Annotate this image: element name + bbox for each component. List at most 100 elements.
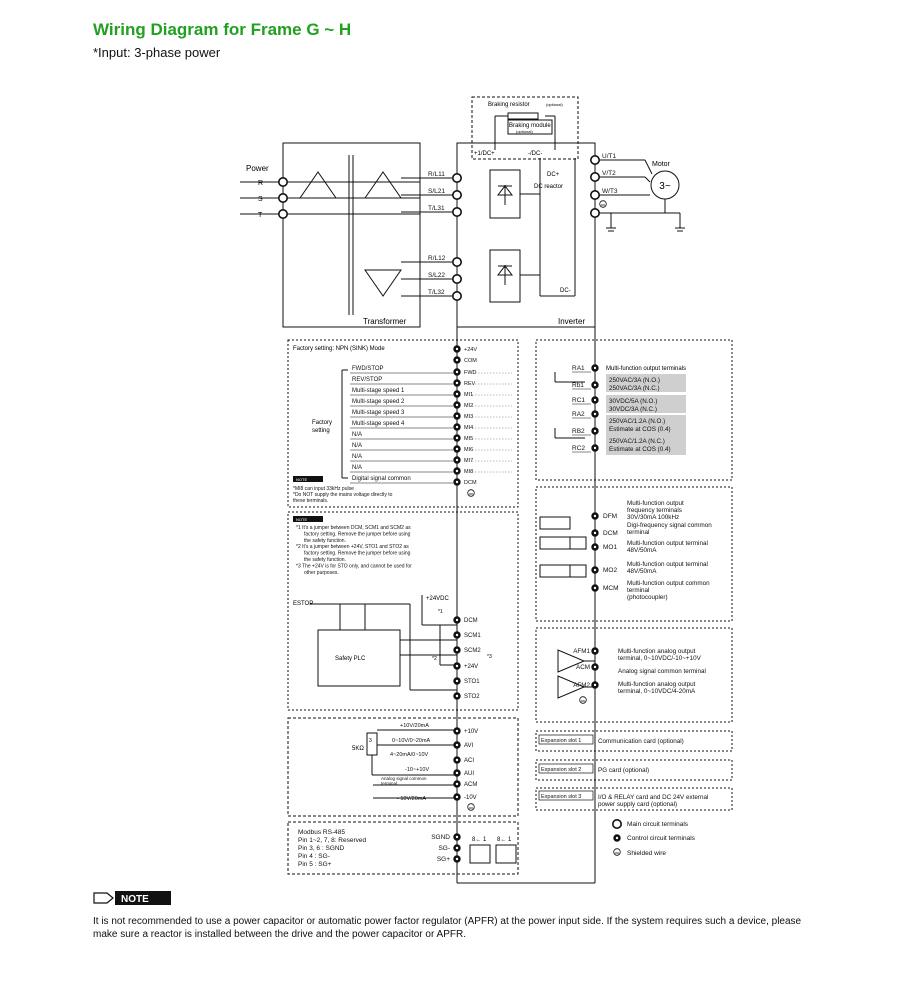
analog-input-terminal-label-2: AVI (464, 743, 474, 749)
modbus-line-1: Modbus RS-485 (298, 829, 345, 836)
analog-input-terminal-label-4: AUI (464, 771, 474, 777)
digital-input-terminal-label-7: MI5 (464, 436, 473, 442)
digital-input-terminal-label-9: MI7 (464, 458, 473, 464)
modbus-line-5: Pin 5 : SG+ (298, 861, 332, 868)
analog-input-terminal-1-center (455, 729, 459, 733)
expansion-slot-box-1 (538, 734, 594, 745)
digital-input-terminal-5-center (455, 414, 459, 418)
digital-power-terminal-1-center (455, 347, 459, 351)
digital-note-badge-label: NOTE (296, 477, 307, 482)
relay-terminal-4-center (593, 412, 597, 416)
input-terminal-4 (451, 256, 462, 267)
analog-input-terminal-3-center (455, 758, 459, 762)
photo-terminal-3-center (593, 545, 597, 549)
photo-desc-2-2: terminal (627, 529, 649, 536)
sto-note-line-3: the safety function. (304, 538, 346, 544)
digital-function-label-9: N/A (352, 454, 362, 460)
digital-function-label-3: Multi-stage speed 1 (352, 388, 405, 394)
digital-input-terminal-4-center (455, 403, 459, 407)
analog-input-terminal-4-center (455, 771, 459, 775)
sto-terminal-3-center (455, 648, 459, 652)
digital-input-terminal-10-center (455, 469, 459, 473)
relay-rating-6: Estimate at COS (0.4) (609, 426, 671, 433)
legend-control-label: Control circuit terminals (627, 835, 696, 842)
modbus-line-3: Pin 3, 6 : SGND (298, 845, 345, 852)
digital-note-badge (293, 476, 323, 482)
power-phase-t: T (258, 212, 263, 219)
relay-terminal-label-5: RB2 (572, 428, 585, 435)
digital-input-terminal-7-center (455, 436, 459, 440)
digital-function-label-2: REV/STOP (352, 377, 382, 383)
analog-input-terminal-label-5: ACM (464, 782, 477, 788)
expansion-desc-2-1: PG card (optional) (598, 767, 649, 774)
braking-resistor-label: Braking resistor (488, 102, 530, 108)
modbus-terminal-label-1: SGND (431, 834, 450, 841)
sto-note-line-5: factory setting. Remove the jumper befor… (304, 551, 411, 557)
analog-output-terminal-1-center (593, 649, 597, 653)
braking-module-label: Braking module (509, 123, 551, 129)
digital-note-line-1: *MI8 can input 33kHz pulse (293, 486, 354, 492)
photo-terminal-label-5: MCM (603, 585, 619, 592)
input-terminal-1 (451, 173, 462, 184)
braking-module-optional: (optional) (516, 129, 533, 134)
modbus-port-1: 8← 1 (472, 837, 487, 843)
expansion-slot-label-1: Expansion slot 1 (541, 738, 581, 744)
relay-terminal-6-center (593, 446, 597, 450)
estop-label: ESTOP (293, 601, 313, 607)
digital-input-terminal-label-6: MI4 (464, 425, 473, 431)
transformer-box (282, 142, 421, 328)
power-phase-s: S (258, 196, 263, 203)
modbus-terminal-label-2: SG- (438, 845, 450, 852)
analog-output-terminal-label-2: ACM (576, 664, 590, 671)
page-subtitle: *Input: 3-phase power (93, 45, 221, 60)
input-terminal-label-4: R/L12 (428, 255, 446, 262)
expansion-slot-box-3 (538, 790, 594, 801)
analog-output-terminal-label-3: AFM2 (573, 682, 590, 689)
power-phase-r: R (258, 180, 263, 187)
input-terminal-5 (451, 273, 462, 284)
power-input-terminal-2 (277, 193, 288, 204)
transformer-label: Transformer (363, 317, 407, 326)
output-terminal-label-3: W/T3 (602, 188, 618, 195)
photo-desc-5-2: terminal (627, 587, 649, 594)
analog-output-desc-1-2: terminal, 0~10VDC/-10~+10V (618, 655, 702, 662)
pot-num: 3 (369, 738, 372, 744)
ground-terminal (589, 208, 600, 219)
digital-function-label-5: Multi-stage speed 3 (352, 410, 405, 416)
expansion-desc-3-2: power supply card (optional) (598, 801, 677, 808)
output-terminal-label-1: U/T1 (602, 153, 616, 160)
digital-note-line-3: these terminals. (293, 498, 328, 504)
sto-note-line-2: factory setting. Remove the jumper befor… (304, 531, 411, 537)
relay-terminal-2-center (593, 383, 597, 387)
digital-input-terminal-label-11: DCM (464, 480, 477, 486)
relay-terminal-label-6: RC2 (572, 445, 585, 452)
digital-input-terminal-label-3: MI1 (464, 392, 473, 398)
sto-note-badge-label: NOTE (296, 517, 307, 522)
motor-symbol-label: 3~ (659, 181, 671, 192)
analog-output-desc-3-2: terminal, 0~10VDC/4-20mA (618, 688, 696, 695)
motor-label: Motor (652, 161, 671, 168)
relay-rating-3: 30VDC/5A (N.O.) (609, 398, 657, 405)
digital-function-label-7: N/A (352, 432, 362, 438)
modbus-terminal-3-center (455, 857, 459, 861)
analog-output-desc-2-1: Analog signal common terminal (618, 668, 706, 675)
relay-terminal-label-2: Rb1 (572, 382, 584, 389)
digital-header: Factory setting: NPN (SINK) Mode (293, 346, 385, 352)
output-terminal-2 (589, 172, 600, 183)
relay-terminal-label-1: RA1 (572, 365, 585, 372)
photo-terminal-4-center (593, 568, 597, 572)
sto-terminal-6-center (455, 694, 459, 698)
digital-note-line-2: *Do NOT supply the mains voltage directl… (293, 492, 393, 498)
analog-output-desc-3-1: Multi-function analog output (618, 681, 696, 688)
digital-input-terminal-label-4: MI2 (464, 403, 473, 409)
digital-function-label-10: N/A (352, 465, 362, 471)
input-terminal-3 (451, 207, 462, 218)
inverter-box (456, 142, 596, 328)
vdc-label: +24VDC (426, 596, 450, 602)
legend-shield-icon (613, 848, 621, 856)
analog-input-label-2: 0~10V/0~20mA (392, 738, 431, 744)
sto-terminal-label-6: STO2 (464, 694, 480, 700)
relay-terminal-1-center (593, 366, 597, 370)
digital-input-terminal-2-center (455, 381, 459, 385)
